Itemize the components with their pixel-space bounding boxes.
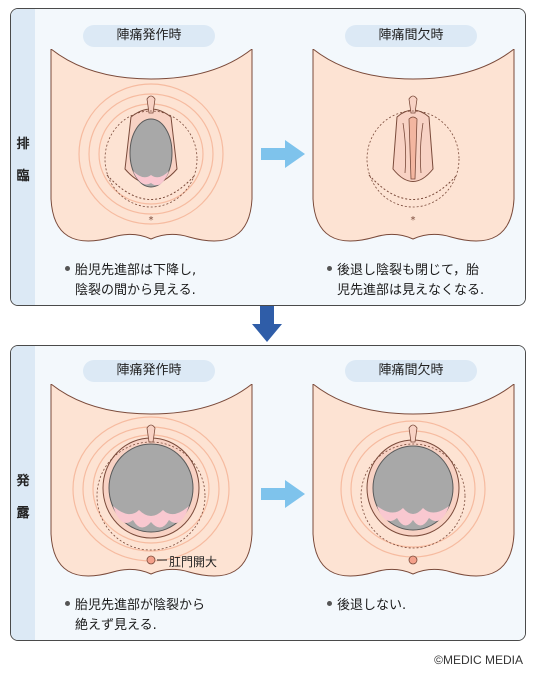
right-arrow-icon bbox=[261, 140, 305, 168]
side-strip bbox=[11, 9, 36, 305]
down-arrow-icon bbox=[252, 306, 282, 342]
side-strip bbox=[11, 346, 36, 640]
bullet-icon bbox=[327, 601, 332, 606]
emergence-interval-note: 後退しない. bbox=[327, 596, 406, 616]
side-label-char2: 露 bbox=[16, 506, 30, 521]
side-label-char1: 排 bbox=[16, 137, 30, 152]
bullet-icon bbox=[65, 266, 70, 271]
emergence-contraction-note: 胎児先進部が陰裂から 絶えず見える. bbox=[65, 596, 205, 636]
side-label-char2: 臨 bbox=[16, 169, 30, 184]
right-arrow-icon bbox=[261, 480, 305, 508]
contraction-tag: 陣痛発作時 bbox=[83, 360, 215, 382]
note-line: 後退し陰裂も閉じて，胎 bbox=[337, 263, 480, 278]
bullet-icon bbox=[327, 266, 332, 271]
note-line: 陰裂の間から見える. bbox=[75, 283, 196, 298]
note-line: 絶えず見える. bbox=[75, 618, 157, 633]
note-line: 児先進部は見えなくなる. bbox=[337, 283, 485, 298]
panel-content: 陣痛発作時 陣痛間欠時 * bbox=[35, 9, 525, 305]
interval-tag: 陣痛間欠時 bbox=[345, 25, 477, 47]
note-line: 後退しない. bbox=[337, 598, 407, 613]
crowning-stage-panel: 排 臨 陣痛発作時 陣痛間欠時 * bbox=[10, 8, 526, 306]
bullet-icon bbox=[65, 601, 70, 606]
anus-dilation-label: 肛門開大 bbox=[169, 555, 218, 569]
panel-content: 陣痛発作時 陣痛間欠時 肛門開大 bbox=[35, 346, 525, 640]
interval-tag: 陣痛間欠時 bbox=[345, 360, 477, 382]
emergence-stage-panel: 発 露 陣痛発作時 陣痛間欠時 肛門開大 bbox=[10, 345, 526, 641]
copyright-credit: ©MEDIC MEDIA bbox=[434, 653, 523, 667]
crowning-contraction-note: 胎児先進部は下降し, 陰裂の間から見える. bbox=[65, 261, 196, 301]
emergence-contraction-illustration bbox=[50, 384, 253, 577]
crowning-interval-note: 後退し陰裂も閉じて，胎 児先進部は見えなくなる. bbox=[327, 261, 484, 301]
svg-text:*: * bbox=[149, 215, 154, 226]
contraction-tag: 陣痛発作時 bbox=[83, 25, 215, 47]
emergence-interval-illustration bbox=[312, 384, 515, 577]
note-line: 胎児先進部が陰裂から bbox=[75, 598, 206, 613]
crowning-interval-illustration: * bbox=[312, 49, 515, 242]
svg-text:*: * bbox=[411, 215, 416, 226]
crowning-contraction-illustration: * bbox=[50, 49, 253, 242]
note-line: 胎児先進部は下降し, bbox=[75, 263, 197, 278]
side-label-char1: 発 bbox=[16, 474, 30, 489]
